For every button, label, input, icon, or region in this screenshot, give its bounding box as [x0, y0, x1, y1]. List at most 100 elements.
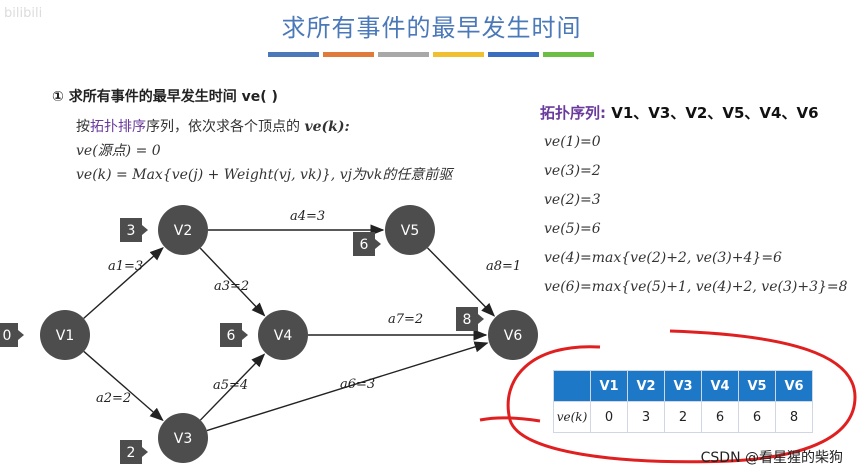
ve-badge-value: 0 — [3, 328, 12, 344]
red-highlight-ellipse — [479, 329, 857, 464]
color-bar-segment — [378, 52, 429, 57]
ve-badge-pointer — [242, 330, 248, 340]
node-v6: V6 8 — [456, 307, 538, 360]
node-label: V6 — [504, 328, 523, 344]
edge-V1-V3 — [83, 350, 164, 422]
ve-table-cell: 0 — [590, 401, 628, 433]
ve-badge-value: 8 — [463, 312, 472, 328]
rule-line-1-pre: 按 — [76, 119, 90, 135]
ve-table-header: V2 — [627, 370, 665, 402]
rule-line-1-ve: ve(k): — [304, 119, 350, 135]
ve-table-cell: 6 — [701, 401, 739, 433]
ve-step: ve(6)=max{ve(5)+1, ve(4)+2, ve(3)+3}=8 — [544, 279, 848, 295]
ve-badge-pointer — [375, 239, 381, 249]
node-v4: V4 6 — [220, 310, 308, 360]
node-circle — [385, 205, 435, 255]
node-circle — [488, 310, 538, 360]
ve-badge-value: 6 — [227, 328, 236, 344]
node-label: V5 — [401, 223, 419, 239]
edge-V1-V2 — [83, 247, 164, 319]
ve-table-cell: 6 — [738, 401, 776, 433]
edge-label: a4=3 — [290, 209, 325, 224]
ve-badge-pointer — [142, 447, 148, 457]
ve-badge — [0, 323, 18, 347]
node-v3: V3 2 — [120, 413, 208, 464]
ve-badge-value: 2 — [127, 445, 136, 461]
ve-table-row: ve(k) 0 3 2 6 6 8 — [553, 401, 813, 433]
color-bar-segment — [268, 52, 319, 57]
node-label: V1 — [56, 328, 74, 344]
edge-V3-V4 — [199, 353, 266, 421]
edge-V3-V6 — [206, 341, 489, 432]
ve-table-cell: 8 — [775, 401, 813, 433]
node-v5: V5 6 — [353, 205, 435, 256]
color-bar-segment — [543, 52, 594, 57]
ve-badge — [456, 307, 478, 331]
ve-badge-pointer — [18, 330, 24, 340]
watermark-bottom-right: CSDN @看星猩的柴狗 — [700, 450, 843, 466]
color-bar-segment — [433, 52, 484, 57]
ve-badge — [220, 323, 242, 347]
topo-sequence-value: V1、V3、V2、V5、V4、V6 — [611, 104, 819, 122]
ve-step: ve(5)=6 — [544, 221, 601, 237]
node-label: V2 — [174, 223, 192, 239]
section-heading: ① 求所有事件的最早发生时间 ve( ) — [52, 86, 278, 106]
node-v1: V1 0 — [0, 310, 90, 360]
ve-table-header: V3 — [664, 370, 702, 402]
color-bar-segment — [488, 52, 539, 57]
ve-table: V1 V2 V3 V4 V5 V6 ve(k) 0 3 2 6 6 8 — [553, 370, 813, 433]
node-label: V4 — [274, 328, 293, 344]
topo-sequence: 拓扑序列: V1、V3、V2、V5、V4、V6 — [540, 102, 819, 123]
edge-V2-V4 — [199, 247, 266, 317]
ve-step: ve(4)=max{ve(2)+2, ve(3)+4}=6 — [544, 250, 782, 266]
topo-sort-term: 拓扑排序 — [90, 119, 146, 135]
node-v2: V2 3 — [120, 205, 208, 255]
edge-label: a1=3 — [108, 259, 143, 274]
ve-badge — [353, 232, 375, 256]
edge-V5-V6 — [427, 247, 496, 317]
edge-label: a8=1 — [486, 259, 521, 274]
edge-label: a6=3 — [340, 377, 375, 392]
color-bar-segment — [323, 52, 374, 57]
edges-layer — [83, 224, 496, 432]
color-bar — [268, 52, 594, 57]
section-heading-text: 求所有事件的最早发生时间 ve( ) — [68, 89, 278, 105]
node-circle — [258, 310, 308, 360]
rule-line-3: ve(k) = Max{ve(j) + Weight(vj, vk)}, vj为… — [76, 167, 453, 183]
ve-badge-pointer — [142, 225, 148, 235]
ve-step: ve(2)=3 — [544, 192, 601, 208]
node-label: V3 — [174, 431, 192, 447]
ve-table-header: V1 — [590, 370, 628, 402]
ve-table-header: V4 — [701, 370, 739, 402]
ve-step: ve(3)=2 — [544, 163, 601, 179]
node-circle — [158, 205, 208, 255]
ve-badge-value: 6 — [360, 237, 369, 253]
watermark-top-left: bilibili — [4, 6, 43, 21]
ve-badge-pointer — [478, 314, 484, 324]
ve-table-header: V5 — [738, 370, 776, 402]
ve-badge — [120, 440, 142, 464]
rule-line-1: 按拓扑排序序列，依次求各个顶点的 ve(k): — [76, 116, 350, 136]
node-circle — [158, 413, 208, 463]
edge-label: a3=2 — [214, 279, 249, 294]
ve-table-cell: 2 — [664, 401, 702, 433]
ve-step: ve(1)=0 — [544, 134, 601, 150]
ve-table-corner — [553, 370, 591, 402]
ve-badge-value: 3 — [127, 223, 136, 239]
node-circle — [40, 310, 90, 360]
rule-line-2: ve(源点) = 0 — [76, 143, 161, 159]
slide-title: 求所有事件的最早发生时间 — [281, 14, 582, 42]
rule-line-1-post: 序列，依次求各个顶点的 — [146, 119, 300, 135]
ve-table-header-row: V1 V2 V3 V4 V5 V6 — [553, 370, 813, 402]
edge-label: a5=4 — [213, 378, 248, 393]
edge-label: a2=2 — [96, 391, 131, 406]
ve-table-cell: 3 — [627, 401, 665, 433]
ve-badge — [120, 218, 142, 242]
ve-table-header: V6 — [775, 370, 813, 402]
topo-sequence-label: 拓扑序列: — [540, 104, 606, 122]
section-marker: ① — [52, 89, 64, 105]
ve-table-row-label: ve(k) — [553, 401, 591, 433]
